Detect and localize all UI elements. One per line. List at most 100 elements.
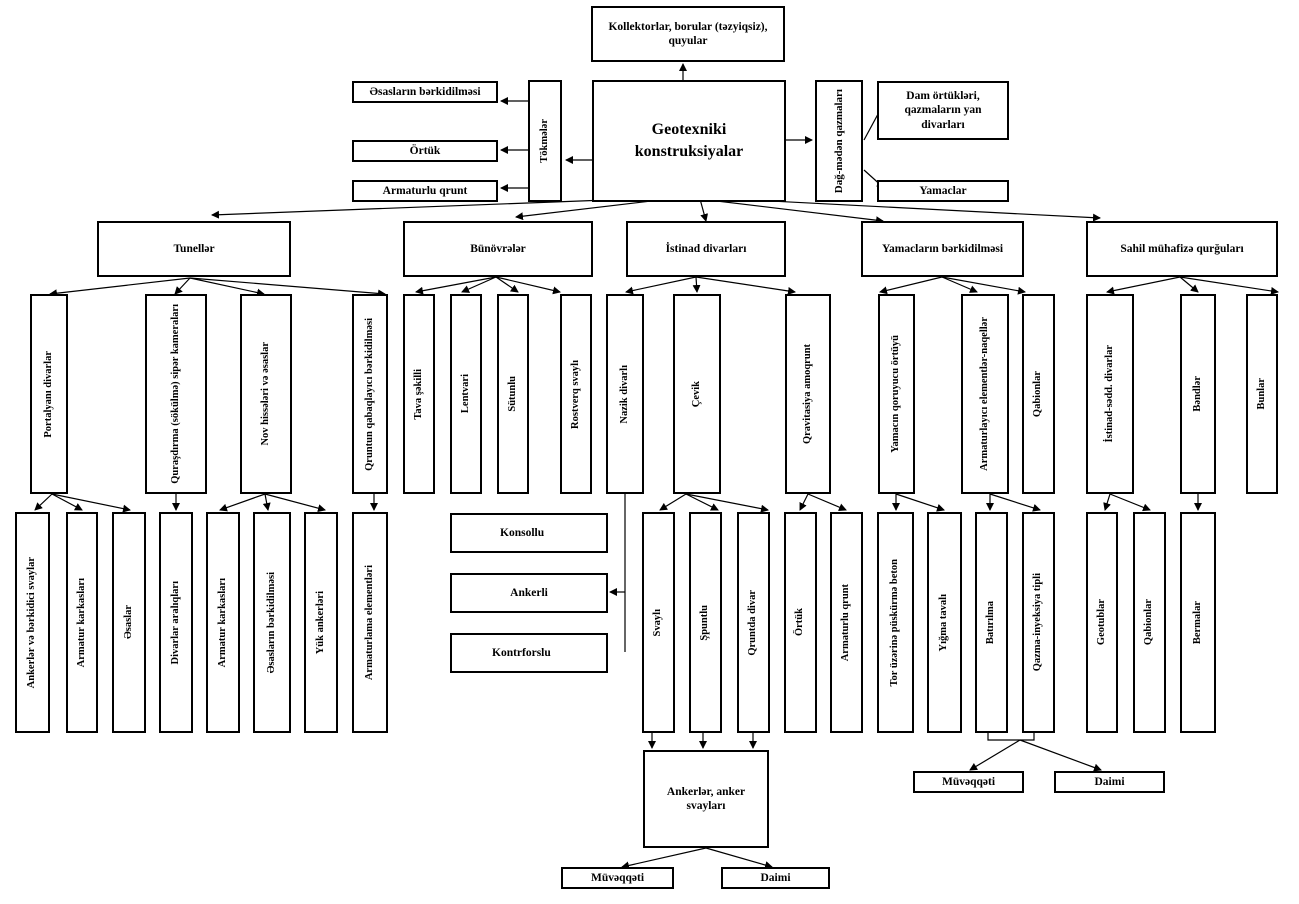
node-batirilma: Batırılma: [975, 512, 1008, 733]
node-geotubler-label: Geotublar: [1095, 599, 1107, 646]
node-qravitasiya-label: Qravitasiya amoqrunt: [801, 343, 813, 445]
node-ankerler-berkidici-label: Ankerlər və bərkidici svaylar: [26, 556, 38, 689]
node-tor-uzerine: Tor üzərinə püskürmə beton: [877, 512, 914, 733]
node-tava: Tava şəkilli: [403, 294, 435, 494]
node-sahil-muhafize-label: Sahil mühafizə qurğuları: [1120, 242, 1244, 255]
node-yigma-tavali-label: Yığma tavalı: [938, 593, 950, 652]
node-bendler: Bəndlər: [1180, 294, 1216, 494]
node-ortuk-low: Örtük: [784, 512, 817, 733]
node-armaturlu-qrunt-top-label: Armaturlu qrunt: [382, 184, 468, 197]
node-yuk-ankerleri: Yük ankerləri: [304, 512, 338, 733]
node-yamacin-qoruyucu-label: Yamacın qoruyucu örtüyü: [890, 335, 902, 453]
node-muveqqeti-1-label: Müvəqqəti: [590, 871, 645, 884]
node-shpuntlu: Şpuntlu: [689, 512, 722, 733]
node-tuneller-label: Tunellər: [173, 242, 215, 255]
node-ankerler-anker-svaylari-label: Ankerlər, anker svayları: [666, 785, 746, 812]
node-lentvari-label: Lentvari: [459, 374, 471, 414]
node-cevik-label: Çevik: [690, 380, 702, 408]
node-qruntda-divar-label: Qruntda divar: [747, 589, 759, 656]
node-konsollu: Konsollu: [450, 513, 608, 553]
node-muveqqeti-1: Müvəqqəti: [561, 867, 674, 889]
node-nov-hisseleri: Nov hissələri və əsaslar: [240, 294, 292, 494]
node-yamaclarin-berkidilmesi: Yamacların bərkidilməsi: [861, 221, 1024, 277]
node-esaslarin-berkidilmesi-low-label: Əsasların bərkidilməsi: [265, 571, 277, 674]
node-dag-qazmalari-label: Dağ-mədən qazmaları: [832, 88, 845, 194]
node-muveqqeti-2-label: Müvəqqəti: [941, 775, 996, 788]
node-sutunlu-label: Sütunlu: [506, 376, 518, 412]
node-esaslar: Əsaslar: [112, 512, 146, 733]
node-tokmeler: Tökmələr: [528, 80, 562, 202]
node-armatur-karkaslari-2-label: Armatur karkasları: [216, 577, 228, 668]
node-istinad-divarlari-label: İstinad divarları: [665, 242, 747, 255]
node-geotechnical-structures: Geotexniki konstruksiyalar: [592, 80, 786, 202]
node-armaturlu-qrunt-low: Armaturlu qrunt: [830, 512, 863, 733]
node-kontrforslu: Kontrforslu: [450, 633, 608, 673]
node-armaturlama-elementleri-label: Armaturlama elementləri: [363, 564, 375, 681]
node-ortuk-top: Örtük: [352, 140, 498, 162]
node-bunovreler: Bünövrələr: [403, 221, 593, 277]
node-yigma-tavali: Yığma tavalı: [927, 512, 962, 733]
node-esaslarin-berkidilmesi-top-label: Əsasların bərkidilməsi: [369, 85, 481, 98]
node-armatur-karkaslari-1-label: Armatur karkasları: [75, 577, 87, 668]
node-geotechnical-structures-label: Geotexniki konstruksiyalar: [634, 121, 744, 160]
node-nazik-divarli-label: Nazik divarlı: [618, 364, 630, 424]
node-armatur-karkaslari-1: Armatur karkasları: [66, 512, 98, 733]
node-qabionlar-2-label: Qabionlar: [1143, 599, 1155, 646]
node-portal-divarlari-label: Portalyanı divarlar: [42, 350, 54, 438]
node-dag-qazmalari: Dağ-mədən qazmaları: [815, 80, 863, 202]
node-daimi-2: Daimi: [1054, 771, 1165, 793]
node-svayli: Svaylı: [642, 512, 675, 733]
node-daimi-2-label: Daimi: [1094, 775, 1125, 788]
node-sutunlu: Sütunlu: [497, 294, 529, 494]
node-istinad-sedd-label: İstinad-sədd. divarlar: [1103, 345, 1115, 443]
node-esaslarin-berkidilmesi-low: Əsasların bərkidilməsi: [253, 512, 291, 733]
node-qurashdirma: Quraşdırma (sökülmə) sipər kameraları: [145, 294, 207, 494]
node-qravitasiya: Qravitasiya amoqrunt: [785, 294, 831, 494]
node-qazma-inyeksiya: Qazma-inyeksiya tipli: [1022, 512, 1055, 733]
node-esaslar-label: Əsaslar: [122, 605, 134, 640]
node-qabionlar-1: Qabionlar: [1022, 294, 1055, 494]
node-qruntun-berkidilmesi-label: Qruntun qabaqlayıcı bərkidilməsi: [363, 317, 375, 471]
node-ankerler-berkidici: Ankerlər və bərkidici svaylar: [15, 512, 50, 733]
node-bunovreler-label: Bünövrələr: [470, 242, 526, 255]
node-istinad-sedd: İstinad-sədd. divarlar: [1086, 294, 1134, 494]
node-konsollu-label: Konsollu: [500, 526, 545, 539]
node-armaturlayici-elementler-label: Armaturlayıcı elementlər-naqellər: [978, 317, 990, 471]
node-divarlar-araliqlari: Divarlar aralıqları: [159, 512, 193, 733]
node-esaslarin-berkidilmesi-top: Əsasların bərkidilməsi: [352, 81, 498, 103]
node-svayli-label: Svaylı: [652, 608, 664, 637]
node-rostverq-label: Rostverq svaylı: [569, 359, 581, 429]
node-qurashdirma-label: Quraşdırma (sökülmə) sipər kameraları: [169, 304, 181, 484]
node-armatur-karkaslari-2: Armatur karkasları: [206, 512, 240, 733]
node-armaturlama-elementleri: Armaturlama elementləri: [352, 512, 388, 733]
node-nov-hisseleri-label: Nov hissələri və əsaslar: [259, 342, 271, 446]
node-qabionlar-1-label: Qabionlar: [1032, 370, 1044, 418]
node-yamaclar: Yamaclar: [877, 180, 1009, 202]
node-ortuk-low-label: Örtük: [794, 608, 806, 637]
node-rostverq: Rostverq svaylı: [560, 294, 592, 494]
node-portal-divarlari: Portalyanı divarlar: [30, 294, 68, 494]
node-sahil-muhafize: Sahil mühafizə qurğuları: [1086, 221, 1278, 277]
node-cevik: Çevik: [673, 294, 721, 494]
node-ankerli-label: Ankerli: [510, 586, 548, 599]
node-qruntun-berkidilmesi: Qruntun qabaqlayıcı bərkidilməsi: [352, 294, 388, 494]
node-ankerli: Ankerli: [450, 573, 608, 613]
node-ortuk-top-label: Örtük: [409, 144, 441, 157]
node-tokmeler-label: Tökmələr: [538, 119, 550, 163]
node-qabionlar-2: Qabionlar: [1133, 512, 1166, 733]
node-yamaclar-label: Yamaclar: [919, 184, 967, 197]
node-qazma-inyeksiya-label: Qazma-inyeksiya tipli: [1032, 573, 1044, 672]
node-bermaler: Bermalar: [1180, 512, 1216, 733]
node-tava-label: Tava şəkilli: [412, 368, 424, 420]
node-kontrforslu-label: Kontrforslu: [492, 646, 551, 659]
node-daimi-1: Daimi: [721, 867, 830, 889]
node-shpuntlu-label: Şpuntlu: [699, 604, 711, 641]
node-armaturlu-qrunt-top: Armaturlu qrunt: [352, 180, 498, 202]
node-bunlar: Bunlar: [1246, 294, 1278, 494]
node-nazik-divarli: Nazik divarlı: [606, 294, 644, 494]
node-bunlar-label: Bunlar: [1255, 378, 1267, 410]
node-qruntda-divar: Qruntda divar: [737, 512, 770, 733]
node-dam-ortukleri-label: Dam örtükləri, qazmaların yan divarları: [904, 89, 982, 131]
node-dam-ortukleri: Dam örtükləri, qazmaların yan divarları: [877, 81, 1009, 140]
